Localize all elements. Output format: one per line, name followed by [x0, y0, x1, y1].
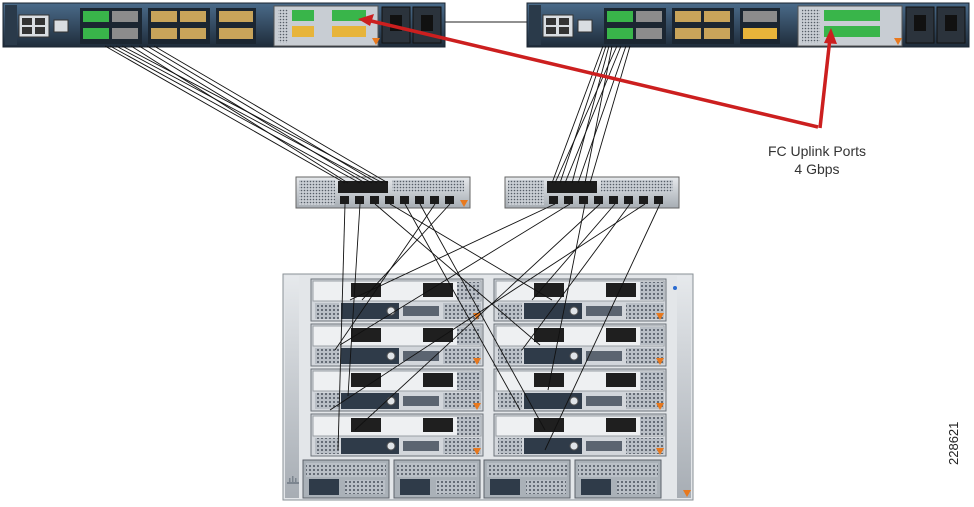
cable-10 [559, 45, 607, 184]
callout-line-2: 4 Gbps [794, 161, 840, 177]
blade-server-8 [493, 413, 667, 457]
cable-28 [354, 203, 601, 431]
callout-line-1: FC Uplink Ports [767, 143, 867, 159]
cable-19 [374, 203, 541, 346]
blade-server-1 [310, 278, 484, 322]
cable-21 [404, 203, 521, 411]
cable-30 [521, 203, 631, 351]
cisco-logo [287, 476, 299, 484]
cable-32 [544, 203, 661, 451]
cable-25 [349, 203, 556, 301]
warning-icon [460, 200, 468, 207]
cable-29 [531, 203, 616, 301]
cable-20 [389, 203, 553, 301]
chassis-psus [302, 459, 662, 499]
mgmt-ports [542, 14, 593, 38]
cable-12 [584, 45, 613, 184]
port-group-gold-1 [148, 8, 210, 44]
cable-31 [329, 203, 646, 411]
psu-b [905, 6, 966, 44]
cable-22 [419, 203, 546, 431]
warning-icon [894, 38, 902, 45]
cable-27 [547, 203, 586, 391]
blade-server-4 [493, 323, 667, 367]
cable-5 [130, 45, 349, 184]
cable-15 [577, 45, 627, 184]
cable-23 [334, 203, 436, 351]
cable-9 [551, 45, 604, 184]
cable-13 [554, 45, 618, 184]
cable-1 [104, 45, 346, 184]
blade-server-5 [310, 368, 484, 412]
blade-server-2 [493, 278, 667, 322]
fabric-interconnect-b [526, 2, 970, 48]
cable-26 [339, 203, 571, 346]
cable-16 [589, 45, 631, 184]
blade-server-3 [310, 323, 484, 367]
chassis-psu-3 [483, 459, 571, 499]
cabling [104, 45, 661, 451]
cable-17 [337, 203, 346, 451]
chassis-psu-4 [574, 459, 662, 499]
fabric-extender-a [295, 176, 471, 209]
warning-icon [372, 38, 380, 45]
callout-arrows [358, 14, 837, 129]
mgmt-ports [18, 14, 69, 38]
warning-icon [683, 490, 691, 497]
cable-2 [109, 45, 361, 184]
port-group-gold-2 [740, 8, 780, 44]
port-group-green [604, 8, 666, 44]
cable-14 [564, 45, 622, 184]
arrowhead-fi-a [358, 14, 374, 26]
fc-uplink-callout: FC Uplink Ports 4 Gbps [742, 142, 892, 178]
cable-11 [571, 45, 610, 184]
port-group-gold-1 [672, 8, 734, 44]
fabric-extender-b [504, 176, 680, 209]
cable-6 [138, 45, 366, 184]
cable-18 [347, 203, 361, 397]
blade-server-7 [310, 413, 484, 457]
port-group-green [80, 8, 142, 44]
callout-arrow-to-fi-b [818, 37, 832, 129]
expansion-module-a [273, 5, 379, 47]
cable-7 [146, 45, 378, 184]
expansion-module-b [797, 5, 903, 47]
blade-server-6 [493, 368, 667, 412]
figure-id: 228621 [946, 421, 961, 465]
cable-24 [361, 203, 451, 301]
callout-arrow-to-fi-a [366, 18, 819, 129]
port-group-gold-2 [216, 8, 256, 44]
arrowhead-fi-b [824, 28, 837, 44]
cable-8 [153, 45, 389, 184]
fabric-interconnect-a [2, 2, 446, 48]
chassis-psu-1 [302, 459, 390, 499]
chassis-psu-2 [393, 459, 481, 499]
cable-3 [115, 45, 373, 184]
